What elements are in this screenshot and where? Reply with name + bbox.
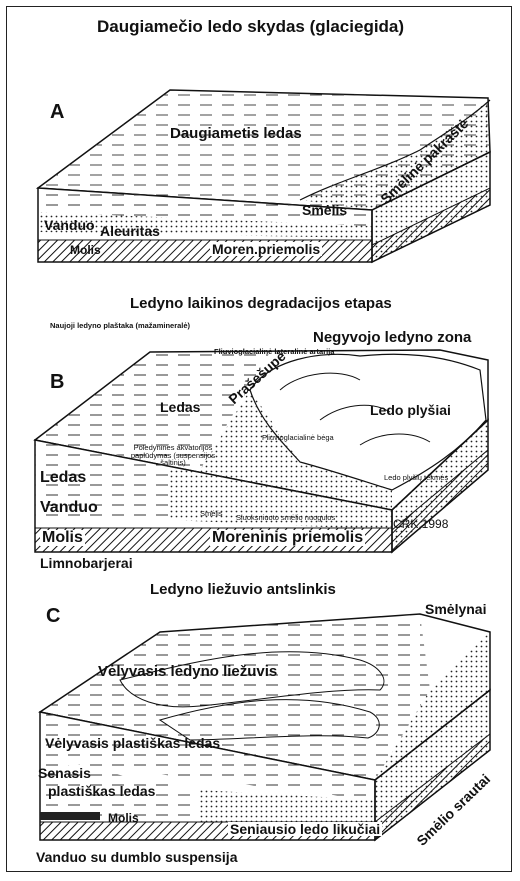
label-b-limno: Limnobarjerai (40, 556, 133, 570)
label-c-water-mud: Vanduo su dumblo suspensija (36, 850, 237, 864)
label-b-ice: Ledas (160, 400, 200, 414)
label-c-clay: Molis (108, 812, 139, 824)
label-b-melt-flow: Ledo plyšių tėkmės (384, 474, 448, 482)
label-b-clay: Molis (40, 530, 85, 546)
panel-b-letter: B (50, 372, 64, 392)
label-c-oldest-ice: Seniausio ledo likučiai (228, 822, 382, 836)
panel-a-letter: A (50, 102, 64, 122)
label-c-late-plastic: Vėlyvasis plastiškas ledas (45, 736, 220, 750)
label-c-old-plastic-1: Senasis (38, 766, 91, 780)
label-a-till: Moren.priemolis (210, 242, 322, 256)
label-a-clay: Molis (70, 244, 101, 256)
label-b-fluvio-bed: Fliuvioglacialinė bėga (262, 434, 334, 442)
panel-c-block (40, 614, 490, 840)
section-b-title: Ledyno laikinos degradacijos etapas (130, 296, 392, 311)
label-b-new-sheet: Naujoji ledyno plaštaka (mažamineralė) (50, 322, 190, 330)
label-b-credit: CRK,1998 (393, 518, 448, 530)
label-b-sediment: Smėlis (200, 510, 223, 518)
label-c-late-tongue: Vėlyvasis ledyno liežuvis (98, 664, 277, 679)
label-a-sand: Smėlis (302, 203, 347, 217)
label-a-silt: Aleuritas (100, 224, 160, 238)
label-a-ice: Daugiametis ledas (170, 126, 302, 141)
label-b-subglacial: Poledyninės akvatorijos paplūdymas (susp… (118, 444, 228, 467)
label-c-dunes: Smėlynai (425, 602, 486, 616)
panel-c-letter: C (46, 606, 60, 626)
label-c-old-plastic-2: plastiškas ledas (48, 784, 155, 798)
label-b-till: Moreninis priemolis (210, 530, 365, 546)
label-b-sand-deposits: Sluoksniuoto smėlio nuogulos (236, 514, 335, 522)
section-c-title: Ledyno liežuvio antslinkis (150, 582, 336, 597)
label-b-water: Vanduo (40, 500, 98, 516)
figure-title: Daugiamečio ledo skydas (glaciegida) (97, 18, 404, 35)
label-b-ice-left: Ledas (40, 470, 86, 486)
label-b-ice-blocks: Ledo plyšiai (370, 403, 451, 417)
label-a-water: Vanduo (44, 218, 95, 232)
label-b-dead-zone: Negyvojo ledyno zona (313, 330, 471, 345)
